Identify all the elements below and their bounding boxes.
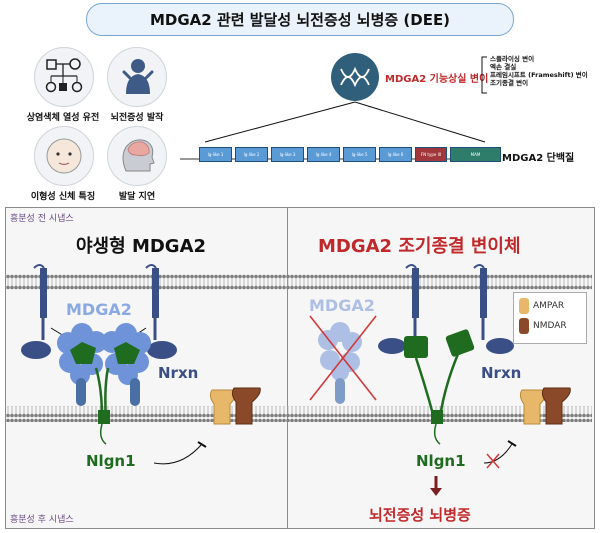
zoom-lines xyxy=(204,101,486,143)
wt-title: 야생형 MDGA2 xyxy=(76,236,207,257)
variant-type: 엑손 결실 xyxy=(490,63,517,71)
pre-synapse-label: 흥분성 전 시냅스 xyxy=(10,214,74,224)
variant-type: 프레임시프트 (Frameshift) 변이 xyxy=(490,71,588,79)
right-panel xyxy=(287,207,595,529)
pedigree-icon xyxy=(34,47,94,107)
phenotype-label-delay: 발달 지연 xyxy=(118,192,156,202)
protein-label: MDGA2 단백질 xyxy=(502,153,575,164)
phenotype-label-inheritance: 상염색체 열성 유전 xyxy=(26,113,100,123)
brain-head-icon xyxy=(107,126,167,186)
phenotype-label-dysmorphic: 이형성 신체 특징 xyxy=(30,192,96,202)
post-synapse-label: 흥분성 후 시냅스 xyxy=(10,515,74,525)
variant-type: 조기종결 변이 xyxy=(490,79,529,87)
wt-mdga2-label: MDGA2 xyxy=(66,300,132,319)
wt-nrxn-label: Nrxn xyxy=(158,364,199,382)
mutant-title: MDGA2 조기종결 변이체 xyxy=(318,236,521,257)
variant-label: MDGA2 기능상실 변이 xyxy=(385,74,489,85)
figure-title: MDGA2 관련 발달성 뇌전증성 뇌병증 (DEE) xyxy=(86,3,514,36)
domain-ig1: Ig-like 1 xyxy=(199,147,232,162)
nmdar-swatch-icon xyxy=(519,318,529,334)
domain-ig6: Ig-like 6 xyxy=(379,147,412,162)
domain-mam: MAM xyxy=(450,147,501,162)
dna-icon xyxy=(331,53,379,101)
mutant-nlgn1-label: Nlgn1 xyxy=(416,452,466,470)
mutant-nrxn-label: Nrxn xyxy=(481,364,522,382)
wt-synapse-diagram xyxy=(21,264,261,465)
legend-label-ampar: AMPAR xyxy=(533,301,565,311)
domain-ig3: Ig-like 3 xyxy=(271,147,304,162)
legend-label-nmdar: NMDAR xyxy=(533,321,567,331)
ampar-swatch-icon xyxy=(519,298,529,314)
wt-nlgn1-label: Nlgn1 xyxy=(86,452,136,470)
protein-domains: Ig-like 1 Ig-like 2 Ig-like 3 Ig-like 4 … xyxy=(199,147,501,162)
variant-type: 스플라이싱 변이 xyxy=(490,55,535,63)
phenotype-label-seizure: 뇌전증성 발작 xyxy=(110,113,164,123)
domain-ig5: Ig-like 5 xyxy=(343,147,376,162)
outcome-label: 뇌전증성 뇌병증 xyxy=(369,506,471,524)
baby-face-icon xyxy=(34,126,94,186)
domain-fn3: FN type III xyxy=(415,147,447,162)
receptor-legend: AMPAR NMDAR xyxy=(513,292,587,344)
domain-ig2: Ig-like 2 xyxy=(235,147,268,162)
mutant-synapse-diagram xyxy=(309,264,571,496)
variant-types: 스플라이싱 변이 엑손 결실 프레임시프트 (Frameshift) 변이 조기… xyxy=(490,55,588,87)
variant-bracket xyxy=(481,56,487,94)
seizure-person-icon xyxy=(107,47,167,107)
domain-ig4: Ig-like 4 xyxy=(307,147,340,162)
mutant-mdga2-label: MDGA2 xyxy=(309,296,375,315)
